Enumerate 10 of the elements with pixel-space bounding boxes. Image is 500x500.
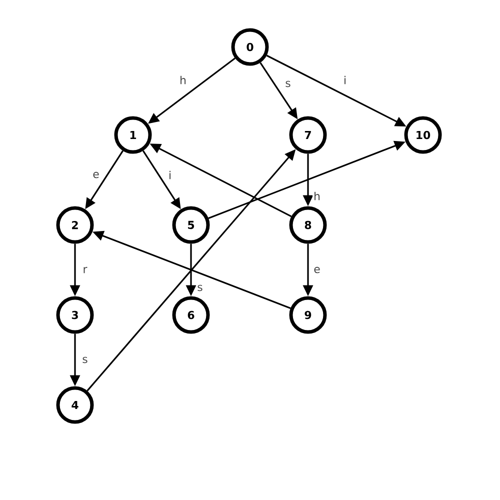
- edge-label: e: [92, 170, 100, 180]
- edge-label: e: [312, 266, 322, 274]
- edge-label: s: [196, 284, 204, 292]
- edge-label: h: [178, 74, 188, 86]
- edge-label: s: [81, 356, 89, 364]
- edge-label: i: [342, 74, 348, 86]
- edge-label: h: [312, 190, 322, 202]
- edge-label: s: [284, 80, 292, 88]
- edge-label: i: [167, 170, 173, 180]
- edge-label: r: [82, 266, 88, 274]
